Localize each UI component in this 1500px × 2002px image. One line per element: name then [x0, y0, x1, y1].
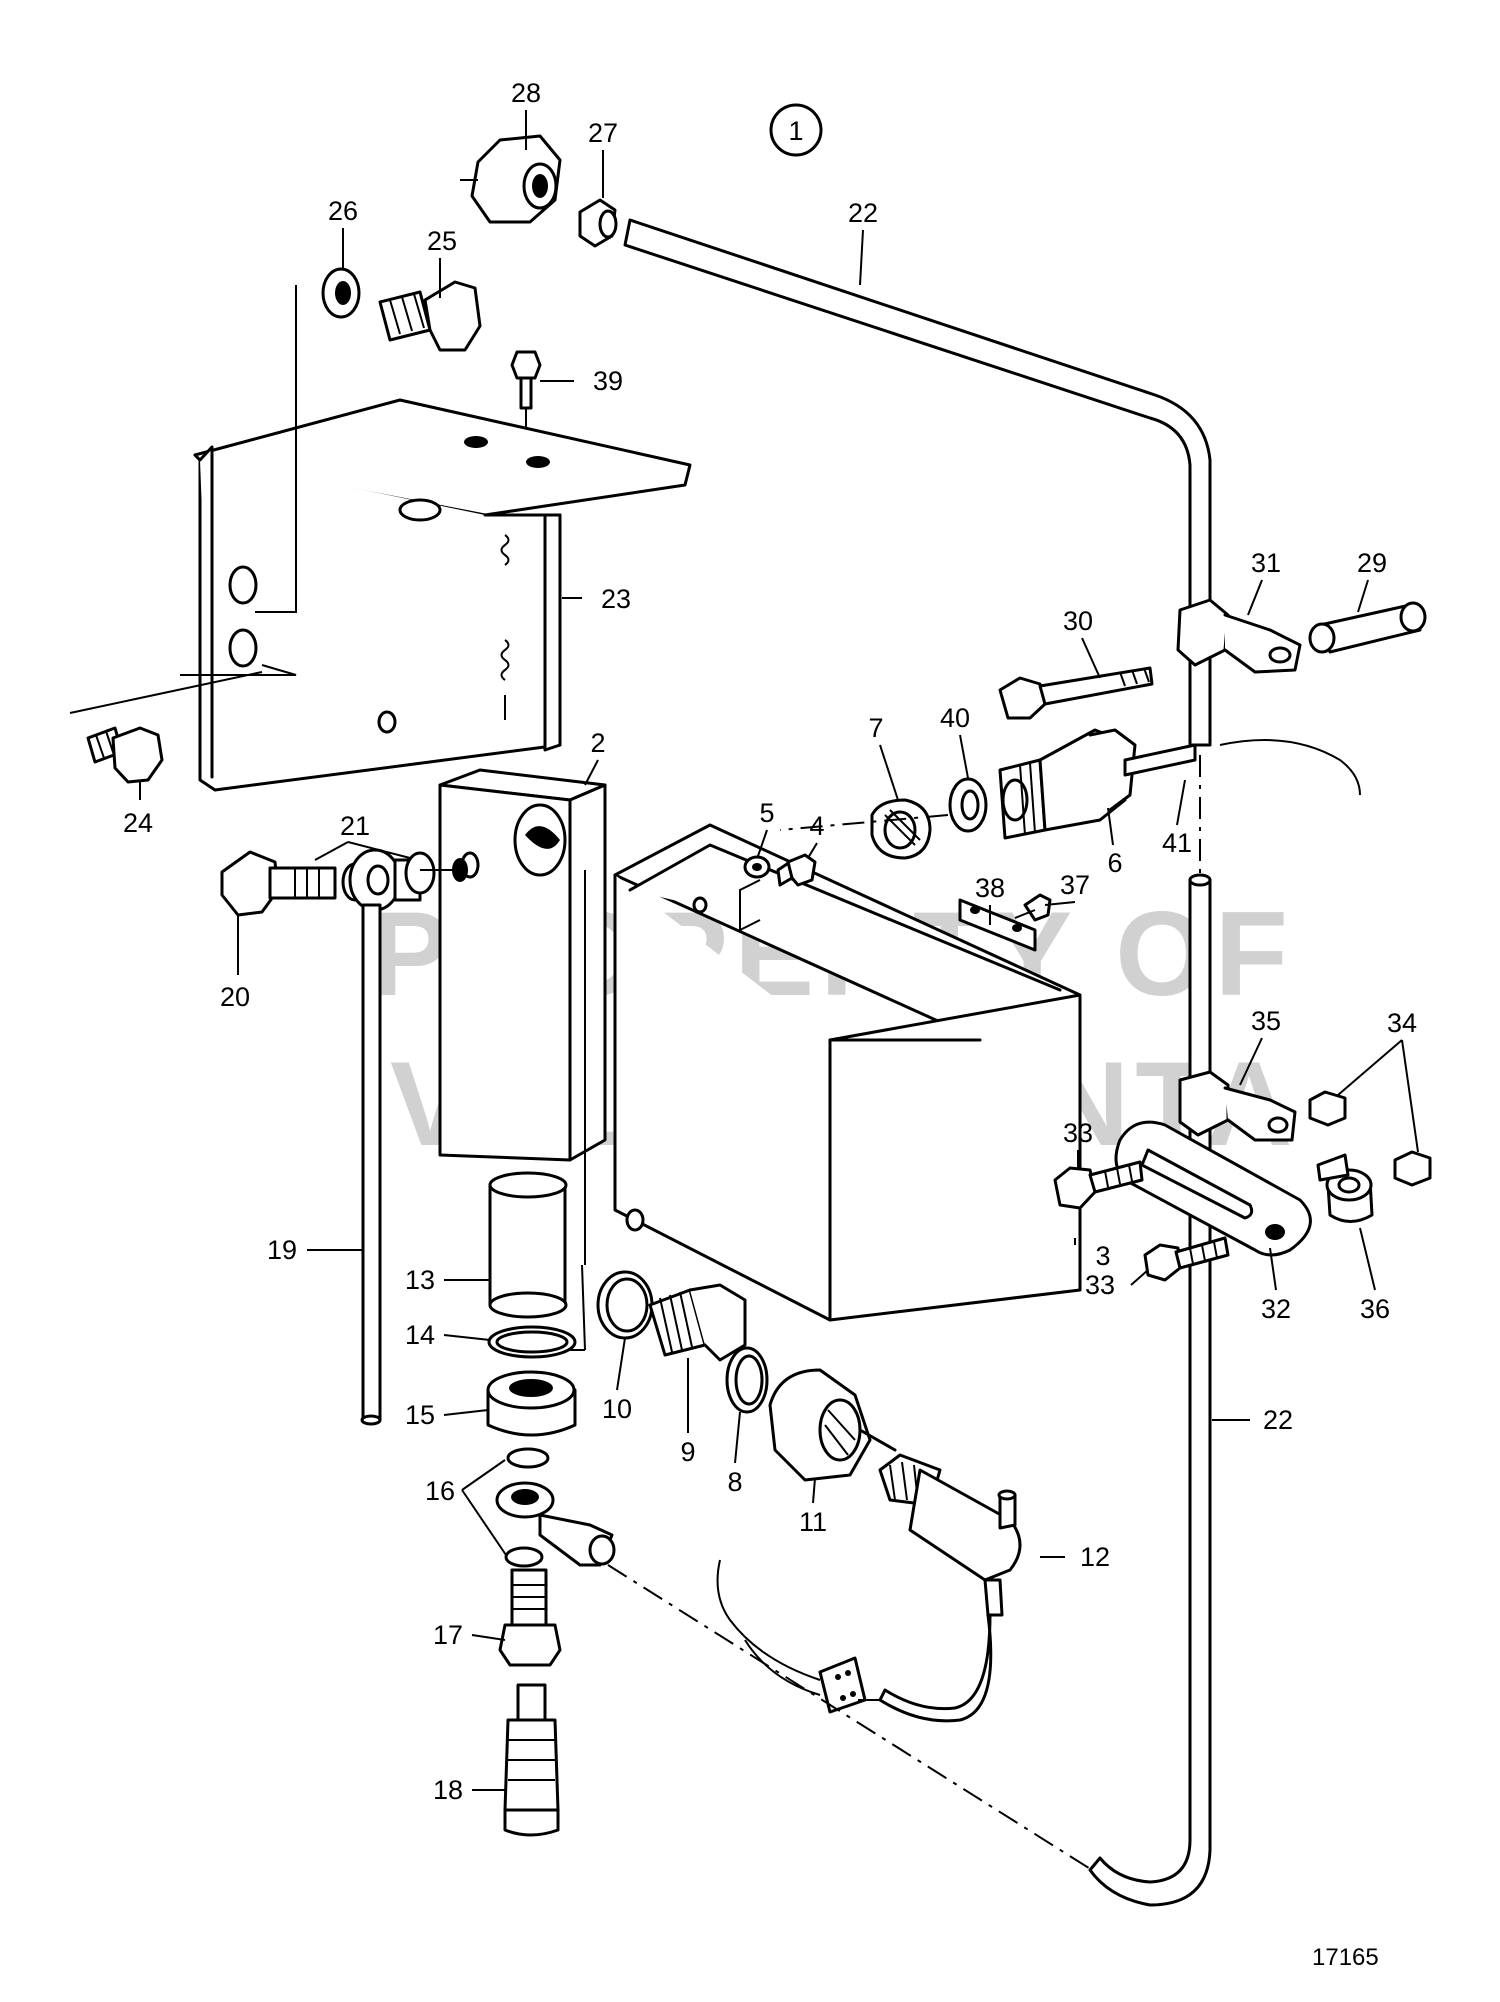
pipe-part-19 [360, 903, 382, 1426]
callout-28: 28 [511, 78, 541, 108]
callout-34: 34 [1387, 1008, 1417, 1038]
callout-22-top: 22 [848, 198, 878, 228]
callout-18: 18 [433, 1775, 463, 1805]
callout-11: 11 [799, 1507, 827, 1537]
screw-part-39 [510, 350, 542, 442]
oring-part-8 [725, 1346, 769, 1414]
callout-23: 23 [601, 584, 631, 614]
fitting-part-17 [498, 1568, 562, 1667]
bolt-part-20 [220, 850, 337, 917]
bolt-part-24 [86, 726, 164, 784]
view-marker-number: 1 [788, 116, 803, 146]
callout-9: 9 [680, 1437, 695, 1467]
callout-22-bottom: 22 [1263, 1405, 1293, 1435]
callout-8: 8 [727, 1467, 742, 1497]
bolt-part-30 [998, 666, 1154, 720]
valve-part-18 [503, 1683, 560, 1837]
callout-39: 39 [593, 366, 623, 396]
nut-part-7 [870, 798, 932, 860]
housing-part-2 [438, 768, 607, 1351]
callout-labels: 28 27 22 26 25 39 23 31 29 30 2 7 40 24 … [123, 78, 1417, 1805]
bracket-part-23 [69, 285, 692, 792]
oring-part-14 [487, 1325, 577, 1359]
callout-5: 5 [759, 798, 774, 828]
callout-32: 32 [1261, 1294, 1291, 1324]
callout-33-bottom: 33 [1085, 1270, 1115, 1300]
callout-7: 7 [868, 713, 883, 743]
callout-25: 25 [427, 226, 457, 256]
washer-part-40 [779, 777, 988, 833]
washer-part-26 [321, 267, 361, 319]
callout-30: 30 [1063, 606, 1093, 636]
sleeve-part-29 [1308, 601, 1427, 654]
routing-line [607, 1564, 1093, 1871]
callout-19: 19 [267, 1235, 297, 1265]
callout-6: 6 [1107, 848, 1122, 878]
banjo-part-16 [495, 1447, 616, 1568]
callout-3: 3 [1095, 1241, 1110, 1271]
sensor-part-12 [716, 1428, 1022, 1723]
clamp-part-35 [1178, 1070, 1297, 1142]
nut-part-34b [1393, 1150, 1432, 1187]
washer-part-5 [743, 855, 771, 879]
nut-part-28 [460, 134, 562, 224]
plate-part-38 [958, 898, 1037, 952]
callout-36: 36 [1360, 1294, 1390, 1324]
callout-21: 21 [340, 811, 370, 841]
callout-17: 17 [433, 1620, 463, 1650]
callout-38: 38 [975, 873, 1005, 903]
clamp-part-31 [1176, 598, 1302, 674]
bolt-part-33a [1053, 1160, 1144, 1210]
callout-15: 15 [405, 1400, 435, 1430]
sleeve-part-13 [488, 1171, 568, 1319]
view-marker: 1 [769, 103, 823, 157]
callout-10: 10 [602, 1394, 632, 1424]
callout-2: 2 [590, 728, 605, 758]
screw-part-4 [776, 853, 817, 887]
wire-part-41 [1123, 739, 1361, 796]
callout-20: 20 [220, 982, 250, 1012]
callout-24: 24 [123, 808, 153, 838]
banjo-fitting-part-21 [341, 848, 468, 912]
figure-reference-number: 17165 [1312, 1944, 1379, 1971]
bolt-part-33b [1143, 1236, 1230, 1282]
callout-27: 27 [588, 118, 618, 148]
callout-12: 12 [1080, 1542, 1110, 1572]
callout-37: 37 [1060, 870, 1090, 900]
control-box-part-3 [613, 823, 1082, 1322]
nut-part-11 [768, 1368, 872, 1482]
callout-35: 35 [1251, 1006, 1281, 1036]
oring-part-10 [596, 1270, 654, 1340]
leader-lines [139, 110, 1419, 1791]
callout-26: 26 [328, 196, 358, 226]
callout-40: 40 [940, 703, 970, 733]
callout-33-top: 33 [1063, 1118, 1093, 1148]
callout-14: 14 [405, 1320, 435, 1350]
nut-part-34a [1308, 1090, 1347, 1127]
callout-4: 4 [809, 811, 824, 841]
grommet-part-36 [1316, 1153, 1374, 1223]
bolt-part-25 [378, 280, 482, 352]
callout-29: 29 [1357, 548, 1387, 578]
fitting-part-6 [998, 728, 1137, 840]
callout-13: 13 [405, 1265, 435, 1295]
callout-31: 31 [1251, 548, 1281, 578]
nut-part-15 [486, 1370, 577, 1437]
plate-part-32 [1114, 1120, 1312, 1257]
screw-part-37 [1014, 893, 1052, 922]
callout-41: 41 [1162, 828, 1192, 858]
callout-16: 16 [425, 1476, 455, 1506]
pipe-part-22 [623, 218, 1212, 1907]
adapter-part-9 [648, 1283, 747, 1362]
ferrule-part-27 [578, 198, 618, 248]
